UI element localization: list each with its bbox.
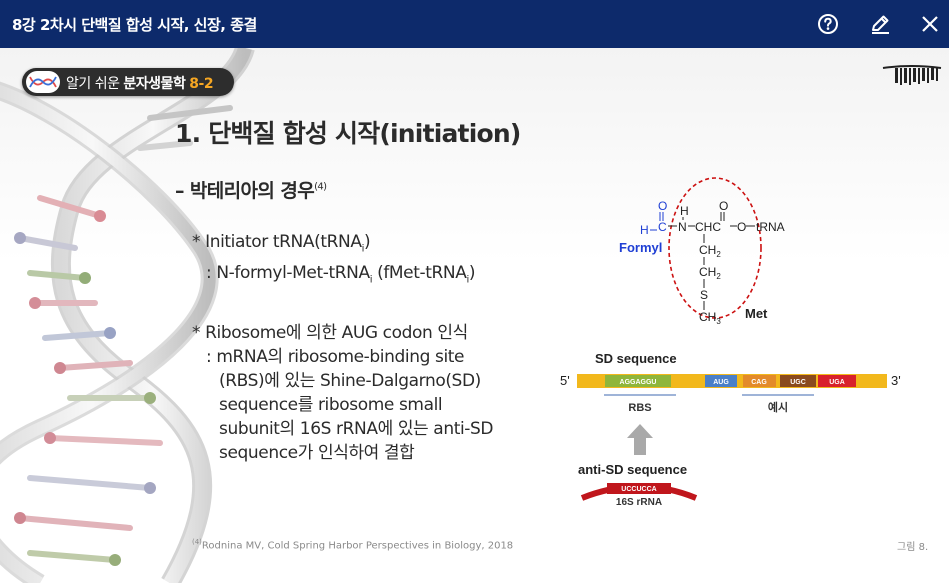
ester-oxygen: O (737, 220, 746, 234)
close-button[interactable] (916, 10, 944, 38)
example-label: 예시 (768, 400, 788, 414)
ugc-text: UGC (790, 379, 806, 386)
course-name: 분자생물학 (123, 76, 186, 92)
b1-sub: i (361, 243, 365, 255)
b1-prefix: * Initiator tRNA(tRNA (192, 232, 362, 252)
edit-button[interactable] (866, 10, 894, 38)
carbonyl-oxygen: O (719, 199, 728, 213)
amide-h: H (680, 204, 689, 218)
bullet-aug-line4: sequence를 ribosome small (219, 394, 443, 415)
formyl-oxygen: O (658, 199, 667, 213)
ch2-second: CH2 (699, 265, 721, 281)
three-prime-label: 3' (891, 373, 901, 388)
formyl-carbon: C (658, 220, 667, 234)
bullet-aug-line3: (RBS)에 있는 Shine-Dalgarno(SD) (219, 370, 481, 391)
b1-suffix: ) (363, 232, 371, 252)
dna-logo-icon (26, 71, 60, 93)
sd-box (605, 375, 671, 387)
course-badge: 알기 쉬운 분자생물학 8-2 (22, 68, 234, 96)
pen-icon (872, 15, 889, 34)
b1-l2-mid: (fMet-tRNA (372, 263, 467, 284)
b1-l2-suffix: ) (468, 263, 476, 284)
anti-sd-label: anti-SD sequence (578, 462, 687, 477)
trna-label: tRNA (756, 220, 785, 234)
rbs-label: RBS (628, 402, 651, 414)
course-prefix: 알기 쉬운 (66, 76, 124, 92)
uga-box (818, 375, 856, 387)
slide-heading: 1. 단백질 합성 시작(initiation) (175, 119, 521, 148)
slide-subheading: – 박테리아의 경우(4) (175, 176, 327, 203)
bullet-initiator-trna-detail: : N-formyl-Met-tRNAi (fMet-tRNAi) (192, 261, 493, 292)
rrna-label: 16S rRNA (616, 497, 662, 508)
five-prime-label: 5' (560, 373, 570, 388)
bullet-aug-line6: sequence가 인식하여 결합 (219, 442, 415, 463)
lecture-slide: 알기 쉬운 분자생물학 8-2 1. 단백질 합성 시작(initiation)… (0, 48, 949, 583)
formyl-h: H (640, 223, 649, 237)
ch2-first: CH2 (699, 243, 721, 259)
cag-text: CAG (751, 379, 767, 386)
amide-n: N (678, 220, 687, 234)
close-icon (922, 16, 938, 32)
sulfur: S (700, 288, 708, 302)
anti-sd-seq-text: UCCUCCA (621, 486, 656, 493)
bullet-aug-line5: subunit의 16S rRNA에 있는 anti-SD (219, 418, 494, 439)
subheading-text: – 박테리아의 경우 (175, 180, 315, 202)
b1-l2-sub: i (369, 274, 373, 286)
cag-box (743, 375, 776, 387)
bullet-list: * Initiator tRNA(tRNAi) : N-formyl-Met-t… (192, 230, 494, 465)
aug-text: AUG (713, 379, 729, 386)
dna-helix-illustration (0, 48, 255, 583)
footnote-ref: (4) (192, 538, 202, 546)
bullet-aug-line2: : mRNA의 ribosome-binding site (206, 346, 465, 367)
b1-l2-prefix: : N-formyl-Met-tRNA (206, 263, 370, 284)
b1-l2-sub2: i (466, 274, 469, 286)
course-title: 알기 쉬운 분자생물학 8-2 (66, 73, 214, 93)
help-button[interactable] (814, 10, 842, 38)
course-number: 8-2 (189, 76, 214, 92)
anti-sd-box (607, 483, 671, 494)
help-circle-icon (818, 14, 838, 34)
title-bar: 8강 2차시 단백질 합성 시작, 신장, 종결 (0, 0, 949, 48)
footnote-text: Rodnina MV, Cold Spring Harbor Perspecti… (201, 540, 514, 552)
sd-seq-text: AGGAGGU (620, 379, 657, 386)
sd-sequence-label: SD sequence (595, 351, 677, 366)
fmet-and-sd-diagram: O H C Formyl H N O CHC O tRNA CH2 CH2 S … (560, 177, 901, 508)
lecture-title: 8강 2차시 단백질 합성 시작, 신장, 종결 (12, 16, 257, 34)
uga-text: UGA (829, 379, 845, 386)
bullet-initiator-trna: * Initiator tRNA(tRNAi) (192, 230, 493, 261)
met-label: Met (745, 306, 768, 321)
up-arrow-icon (627, 424, 653, 455)
ugc-box (780, 375, 816, 387)
formyl-label: Formyl (619, 240, 662, 255)
met-dashed-oval (668, 177, 762, 319)
footnote: (4)Rodnina MV, Cold Spring Harbor Perspe… (192, 538, 513, 551)
backbone-text: CHC (695, 220, 721, 234)
aug-box (705, 375, 737, 387)
figure-label: 그림 8. (897, 542, 929, 553)
barcode-logo-icon (882, 65, 942, 85)
ch3: CH3 (699, 310, 721, 326)
bullet-aug-recognition: * Ribosome에 의한 AUG codon 인식 (192, 322, 468, 343)
subheading-ref: (4) (314, 181, 327, 193)
